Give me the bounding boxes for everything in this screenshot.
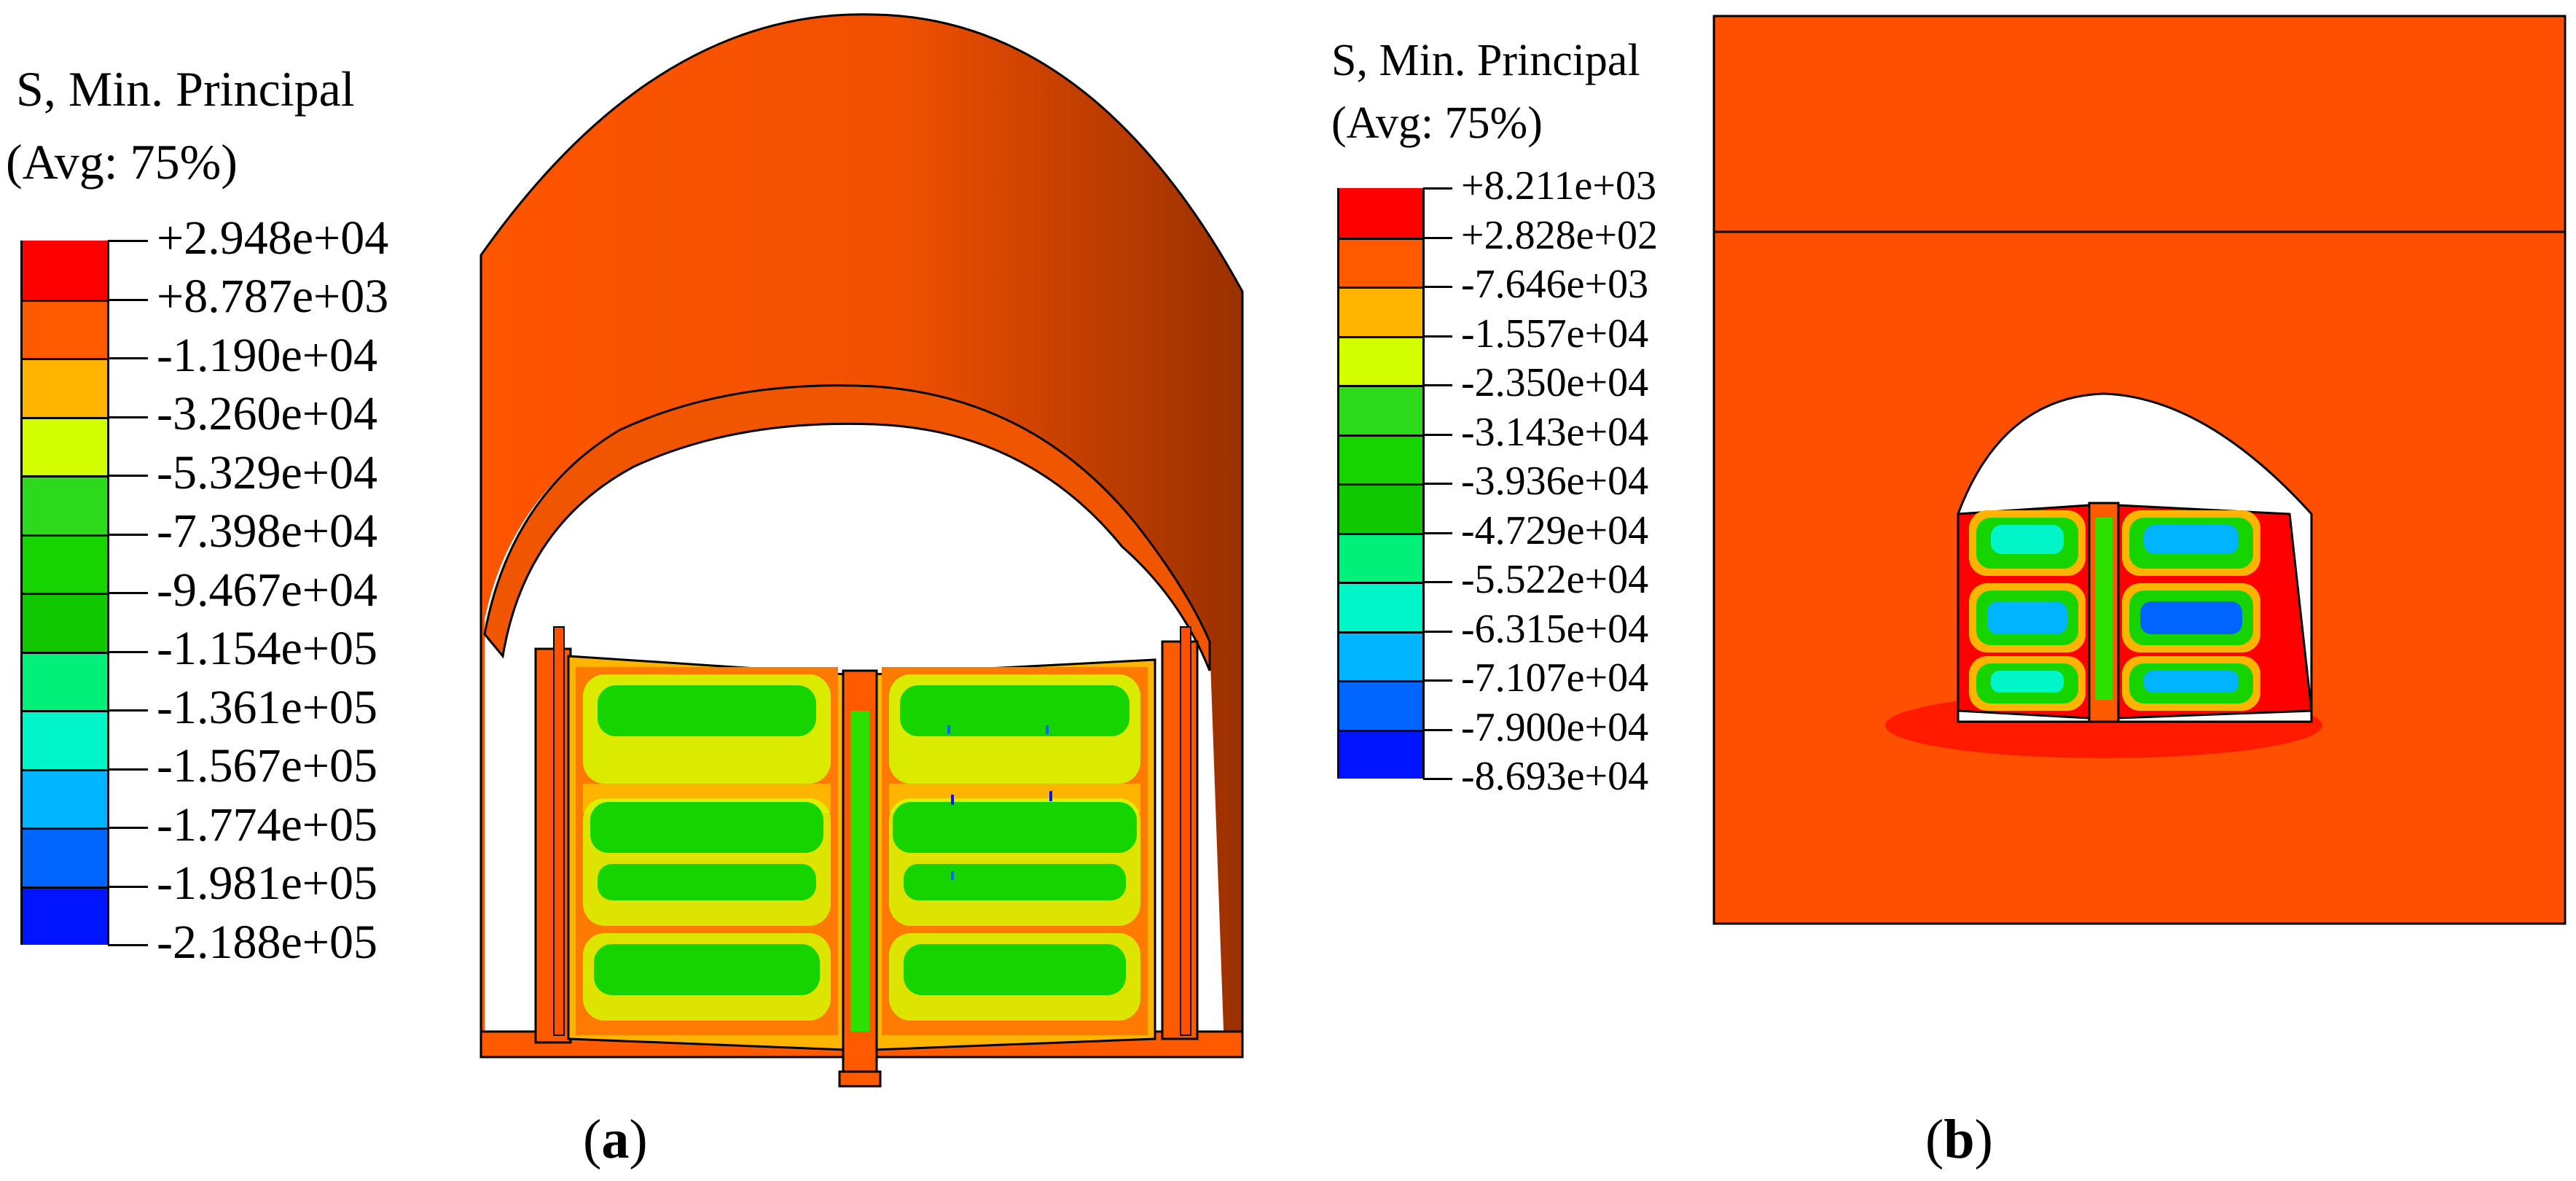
legend-a-label: +8.787e+03 [157, 270, 389, 324]
legend-subtitle-a: (Avg: 75%) [6, 134, 238, 190]
legend-b-swatch [1339, 483, 1422, 533]
legend-a-tick [108, 885, 148, 888]
stress-bands-left-a [576, 667, 838, 1035]
legend-a-swatch [23, 710, 107, 769]
legend-b-label: -3.936e+04 [1461, 459, 1649, 504]
legend-b-swatch [1339, 680, 1422, 730]
legend-a-label: -1.981e+05 [157, 857, 377, 911]
legend-a-label: -1.567e+05 [157, 739, 377, 793]
legend-a-tick [108, 533, 148, 536]
inner-lining-ring-a [483, 384, 1211, 671]
legend-a-label: -3.260e+04 [157, 387, 377, 441]
tunnel-model-b [1712, 15, 2567, 925]
legend-title-a: S, Min. Principal [16, 61, 355, 117]
legend-a-swatch [23, 241, 107, 300]
legend-b-swatch [1339, 532, 1422, 582]
legend-b-tick [1423, 187, 1452, 190]
legend-b-label: -2.350e+04 [1461, 360, 1649, 406]
legend-b-tick [1423, 384, 1452, 386]
legend-b-label: -7.900e+04 [1461, 704, 1649, 750]
legend-b-label: +2.828e+02 [1461, 212, 1659, 258]
legend-subtitle-b: (Avg: 75%) [1331, 98, 1543, 148]
legend-a-swatch [23, 886, 107, 945]
legend-a-label: -5.329e+04 [157, 445, 377, 499]
legend-a-colorbar [20, 241, 109, 945]
legend-b-swatch [1339, 335, 1422, 385]
legend-a-tick [108, 650, 148, 653]
legend-b-tick [1423, 483, 1452, 485]
legend-b-swatch [1339, 385, 1422, 434]
caption-b: (b) [1925, 1109, 1993, 1170]
legend-a-swatch [23, 768, 107, 827]
legend-b-label: -8.693e+04 [1461, 754, 1649, 800]
legend-b-label: -3.143e+04 [1461, 409, 1649, 455]
legend-b-swatch [1339, 237, 1422, 287]
legend-a-swatch [23, 475, 107, 534]
legend-a-swatch [23, 416, 107, 475]
legend-b-tick [1423, 630, 1452, 633]
legend-a-tick [108, 768, 148, 771]
legend-b-tick [1423, 581, 1452, 583]
panel-a: S, Min. Principal (Avg: 75%) +2.948e+04+… [6, 13, 1244, 1170]
legend-a-label: -7.398e+04 [157, 504, 377, 558]
legend-b-tick [1423, 335, 1452, 338]
legend-a-tick [108, 827, 148, 829]
legend-b-label: -5.522e+04 [1461, 557, 1649, 603]
legend-b-tick [1423, 679, 1452, 682]
legend-a-tick [108, 592, 148, 594]
legend-b-tick [1423, 286, 1452, 288]
legend-a-label: -9.467e+04 [157, 563, 377, 617]
legend-a-swatch [23, 827, 107, 886]
legend-a-swatch [23, 358, 107, 417]
legend-a-tick [108, 709, 148, 712]
legend-a-tick [108, 944, 148, 946]
legend-a-swatch [23, 651, 107, 710]
legend-a-tick [108, 416, 148, 418]
legend-b-tick [1423, 531, 1452, 534]
panel-b: S, Min. Principal (Avg: 75%) +8.211e+03+… [1288, 0, 2576, 1181]
stress-bands-b [1969, 510, 2260, 711]
legend-a-label: +2.948e+04 [157, 211, 389, 265]
tunnel-model-a [479, 13, 1244, 1088]
legend-b-swatch [1339, 287, 1422, 336]
legend-a-tick [108, 298, 148, 301]
legend-b-tick [1423, 728, 1452, 731]
legend-title-b: S, Min. Principal [1331, 36, 1640, 85]
legend-a-swatch [23, 299, 107, 358]
legend-b-label: -1.557e+04 [1461, 311, 1649, 356]
legend-b-label: -7.646e+03 [1461, 262, 1649, 308]
legend-a-label: -1.154e+05 [157, 622, 377, 676]
legend-a-label: -1.190e+04 [157, 328, 377, 382]
legend-a-tick [108, 240, 148, 242]
caption-a: (a) [583, 1109, 648, 1170]
legend-a-swatch [23, 593, 107, 652]
legend-a-label: -1.774e+05 [157, 798, 377, 851]
legend-b-label: -6.315e+04 [1461, 606, 1649, 652]
legend-b-swatch [1339, 188, 1422, 238]
legend-b-label: +8.211e+03 [1461, 163, 1656, 209]
legend-a-tick [108, 357, 148, 359]
legend-b-tick [1423, 778, 1452, 780]
legend-b-label: -7.107e+04 [1461, 655, 1649, 701]
legend-a-label: -1.361e+05 [157, 680, 377, 734]
legend-b-swatch [1339, 582, 1422, 631]
legend-b-label: -4.729e+04 [1461, 507, 1649, 553]
legend-b-tick [1423, 433, 1452, 436]
legend-b-swatch [1339, 729, 1422, 779]
legend-a-tick [108, 475, 148, 477]
legend-a-label: -2.188e+05 [157, 915, 377, 969]
legend-b-tick [1423, 236, 1452, 239]
legend-b-swatch [1339, 631, 1422, 680]
stress-bands-right-a [882, 667, 1148, 1035]
legend-b-swatch [1339, 434, 1422, 483]
legend-b-colorbar [1337, 188, 1425, 779]
legend-a-swatch [23, 534, 107, 593]
